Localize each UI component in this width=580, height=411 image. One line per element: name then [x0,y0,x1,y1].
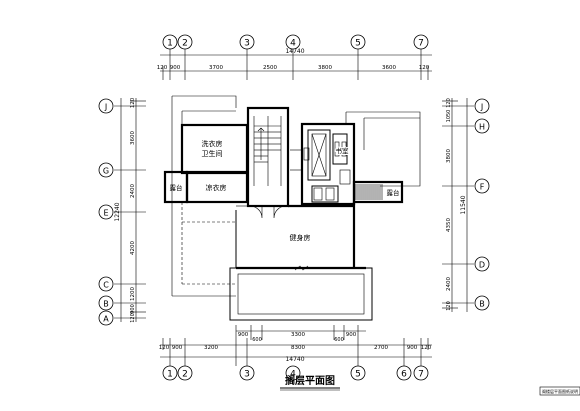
axis-label: 2 [182,370,188,380]
axis-label: 3 [244,39,250,49]
right-dimension-chain: 120 1050 3800 4350 2400 120 11540 [442,98,474,312]
axis-label: H [479,123,485,132]
axis-label: A [103,315,109,324]
room-labels: 洗衣房 卫生间 露台 凉衣房 书室 露台 健身房 [170,139,400,242]
dim-sub-segment: 600 [334,337,344,343]
axis-label: 5 [355,39,361,49]
axis-label: F [480,183,485,192]
axis-label: J [104,103,107,112]
drawing-title-block: 搁层平面图 [280,374,340,391]
room-label-terrace-right: 露台 [387,188,400,197]
room-label-gym: 健身房 [290,233,311,242]
dim-segment: 1200 [130,287,136,301]
dim-segment: 2400 [446,277,452,291]
dim-segment: 2500 [263,65,277,71]
right-axis-bubbles: J H F D B [474,98,490,311]
dim-segment: 3200 [204,345,218,351]
dim-segment: 4200 [130,241,136,255]
dim-total: 14740 [285,48,304,55]
dim-segment: 120 [446,301,452,311]
room-label-terrace-left: 露台 [170,183,183,192]
top-dimension-chain: 14740 120 900 3700 2500 3800 3600 120 [157,48,432,80]
dim-segment: 900 [172,345,183,351]
axis-label: 4 [290,39,296,49]
dim-segment: 900 [130,304,136,314]
axis-label: J [480,103,483,112]
dim-segment: 3600 [130,131,136,145]
room-label-study: 书室 [336,146,350,155]
axis-label: 2 [182,39,188,49]
axis-label: 7 [418,370,424,380]
dim-segment: 120 [130,97,136,108]
dim-segment: 8300 [291,345,305,351]
axis-label: E [103,209,108,218]
dim-segment: 3700 [209,65,223,71]
left-axis-bubbles: J G E C B A [98,98,114,326]
axis-label: 4 [290,370,296,380]
dim-total: 14740 [285,356,304,363]
dim-segment: 120 [130,313,136,323]
dim-sub-segment: 3300 [291,332,305,338]
stamp-text: 阁楼层平面图纸说明 [542,388,578,394]
axis-label: 1 [167,39,173,49]
axis-label: 7 [418,39,424,49]
dim-segment: 120 [159,345,170,351]
dim-sub-segment: 900 [238,332,249,338]
bottom-dimension-chain: 900 600 3300 600 900 120 900 3200 8300 2… [159,325,432,366]
dim-segment: 900 [407,345,418,351]
dim-segment: 3800 [446,149,452,163]
axis-label: B [103,300,109,309]
dim-segment: 4350 [446,218,452,232]
left-dimension-chain: 120 3600 2400 4200 1200 900 120 12240 [114,97,146,323]
dim-segment: 3600 [382,65,396,71]
axis-label: C [103,281,109,290]
dim-segment: 120 [421,345,432,351]
top-axis-bubbles: 1 2 3 4 5 7 [162,34,429,50]
axis-label: 6 [401,370,407,380]
dim-total: 11540 [460,195,467,214]
axis-label: B [479,300,485,309]
dim-sub-segment: 900 [346,332,357,338]
room-label-bathroom: 卫生间 [202,149,223,158]
dim-segment: 120 [446,98,452,108]
room-label-drying-room: 凉衣房 [206,183,227,192]
bottom-axis-bubbles: 1 2 3 4 5 6 7 [162,365,429,381]
dim-segment: 2700 [374,345,388,351]
dim-sub-segment: 600 [252,337,262,343]
dim-segment: 2400 [130,184,136,198]
room-label-laundry: 洗衣房 [202,139,223,148]
dim-segment: 120 [419,65,430,71]
axis-label: D [479,261,485,270]
dim-segment: 1050 [446,110,452,123]
dim-segment: 900 [170,65,181,71]
axis-label: 1 [167,370,173,380]
axis-label: 5 [355,370,361,380]
drawing-title: 搁层平面图 [285,374,335,387]
axis-label: G [103,167,109,176]
title-stamp: 阁楼层平面图纸说明 [539,386,580,396]
dim-segment: 3800 [318,65,332,71]
dim-total: 12240 [114,202,121,221]
axis-label: 3 [244,370,250,380]
dim-segment: 120 [157,65,168,71]
floor-plan-body [163,95,421,321]
